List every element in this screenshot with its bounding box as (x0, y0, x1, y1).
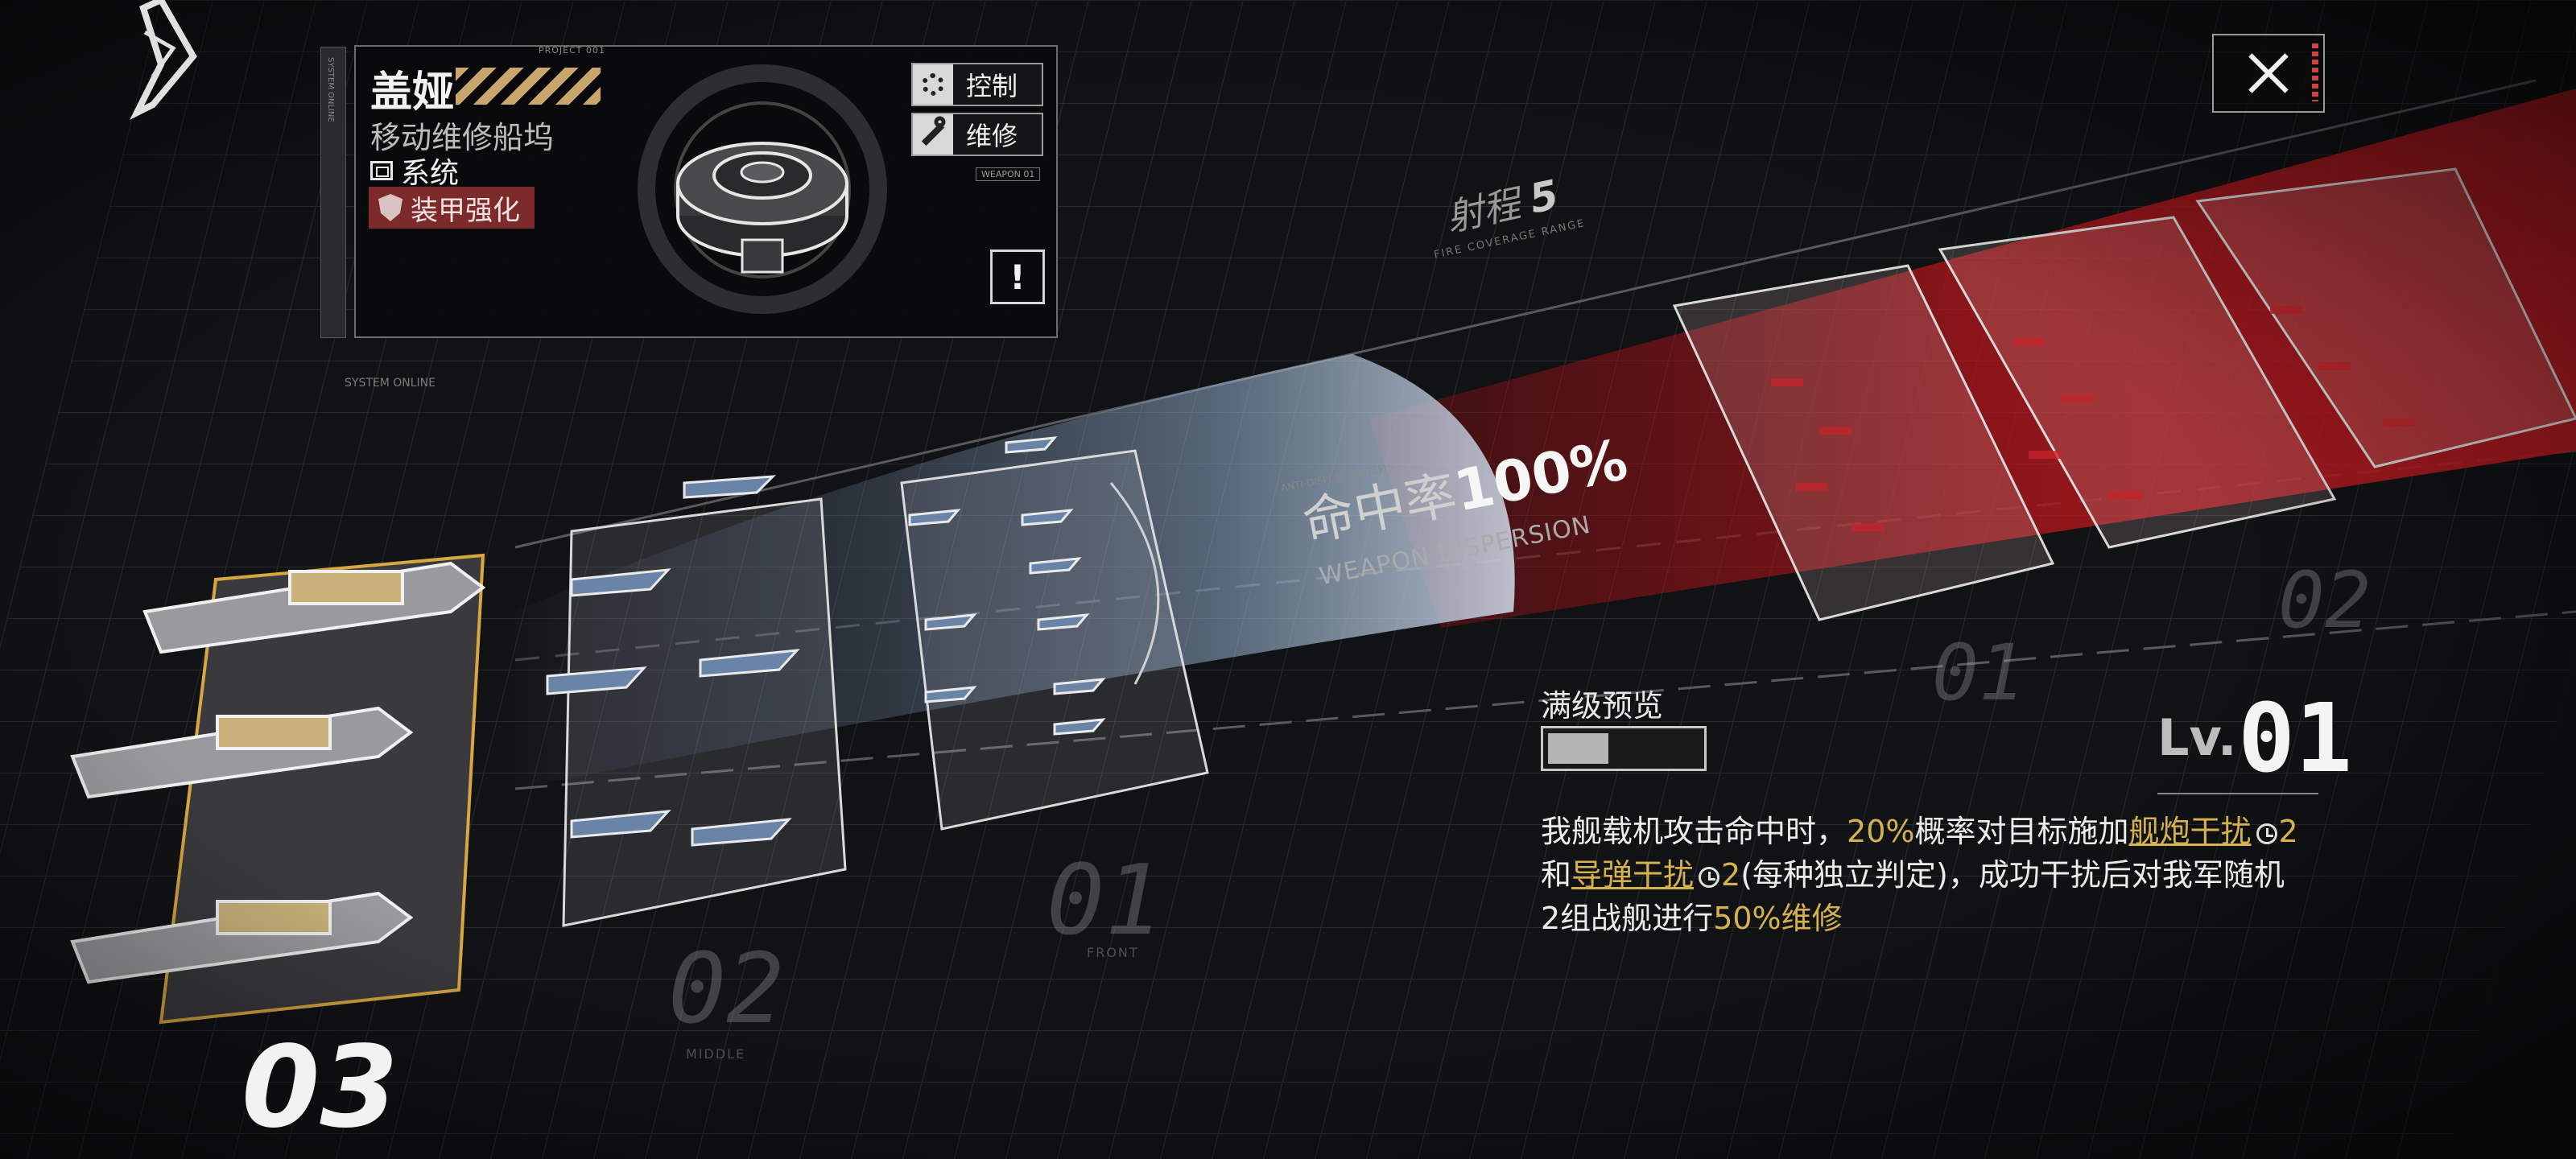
desc-part-1: 我舰载机攻击命中时， (1541, 814, 1847, 849)
ship-category-label: 系统 (401, 157, 460, 190)
desc-part-5: 2组战舰进行 (1541, 901, 1714, 936)
level-value: 01 (2238, 683, 2353, 794)
hazard-stripes (456, 68, 601, 105)
enemy-zone-02-number: 02 (2278, 555, 2372, 645)
zone-02-sub: MIDDLE (686, 1046, 746, 1062)
desc-duration-2: 2 (1721, 857, 1741, 893)
armor-badge[interactable]: 装甲强化 (369, 187, 535, 229)
armor-badge-label: 装甲强化 (411, 194, 520, 227)
zone-01-sub: FRONT (1087, 945, 1139, 960)
panel-side-stripe: SYSTEM ONLINE (320, 47, 346, 338)
system-icon (370, 161, 393, 180)
max-level-preview-label: 满级预览 (1541, 688, 1664, 724)
missile-jamming-link[interactable]: 导弹干扰 (1571, 857, 1695, 893)
max-level-preview-toggle[interactable] (1541, 726, 1707, 771)
gear-icon-box (913, 64, 953, 105)
wrench-icon (921, 122, 945, 146)
clock-icon (1699, 867, 1720, 888)
control-button[interactable]: 控制 (911, 63, 1043, 106)
close-button[interactable] (2212, 34, 2325, 113)
gear-icon (922, 73, 944, 96)
ship-type: 移动维修船坞 (370, 120, 555, 155)
zone-01-number: 01 (1046, 845, 1163, 957)
repair-dock-module-image (676, 142, 848, 274)
zone-03-number: 03 (242, 1022, 398, 1153)
wrench-icon-box (913, 114, 953, 155)
desc-chance: 20% (1847, 814, 1915, 849)
close-accent-stripe (2312, 43, 2318, 101)
panel-side-label: SYSTEM ONLINE (326, 57, 335, 122)
system-online-label: SYSTEM ONLINE (345, 377, 436, 390)
enemy-zone-01-number: 01 (1932, 628, 2025, 718)
desc-part-3: 和 (1541, 857, 1572, 893)
close-icon (2246, 51, 2291, 96)
game-logo-icon (130, 0, 197, 120)
ship-category: 系统 (370, 150, 459, 192)
level-prefix: Lv. (2157, 708, 2237, 767)
naval-gun-jamming-link[interactable]: 舰炮干扰 (2128, 814, 2252, 849)
zone-02-number: 02 (668, 934, 785, 1046)
ship-info-panel: SYSTEM ONLINE PROJECT 001 盖娅 移动维修船坞 系统 装… (320, 45, 1058, 338)
alert-button[interactable]: ! (990, 250, 1045, 304)
clock-icon (2256, 823, 2277, 844)
repair-button[interactable]: 维修 (911, 113, 1043, 156)
preview-fill (1548, 733, 1608, 764)
desc-part-4: (每种独立判定)，成功干扰后对我军随机 (1740, 857, 2285, 893)
project-code: PROJECT 001 (538, 45, 605, 56)
desc-part-2: 概率对目标施加 (1914, 814, 2129, 849)
ship-name: 盖娅 (370, 68, 455, 117)
level-divider (2157, 793, 2318, 794)
shield-icon (378, 194, 402, 221)
desc-repair: 维修 (1781, 901, 1843, 936)
part-ring-inner (674, 101, 851, 278)
desc-repair-pct: 50% (1713, 901, 1781, 936)
weapon-tag: WEAPON 01 (976, 167, 1041, 181)
repair-label: 维修 (966, 121, 1018, 151)
control-label: 控制 (966, 71, 1018, 101)
desc-duration-1: 2 (2278, 814, 2298, 849)
